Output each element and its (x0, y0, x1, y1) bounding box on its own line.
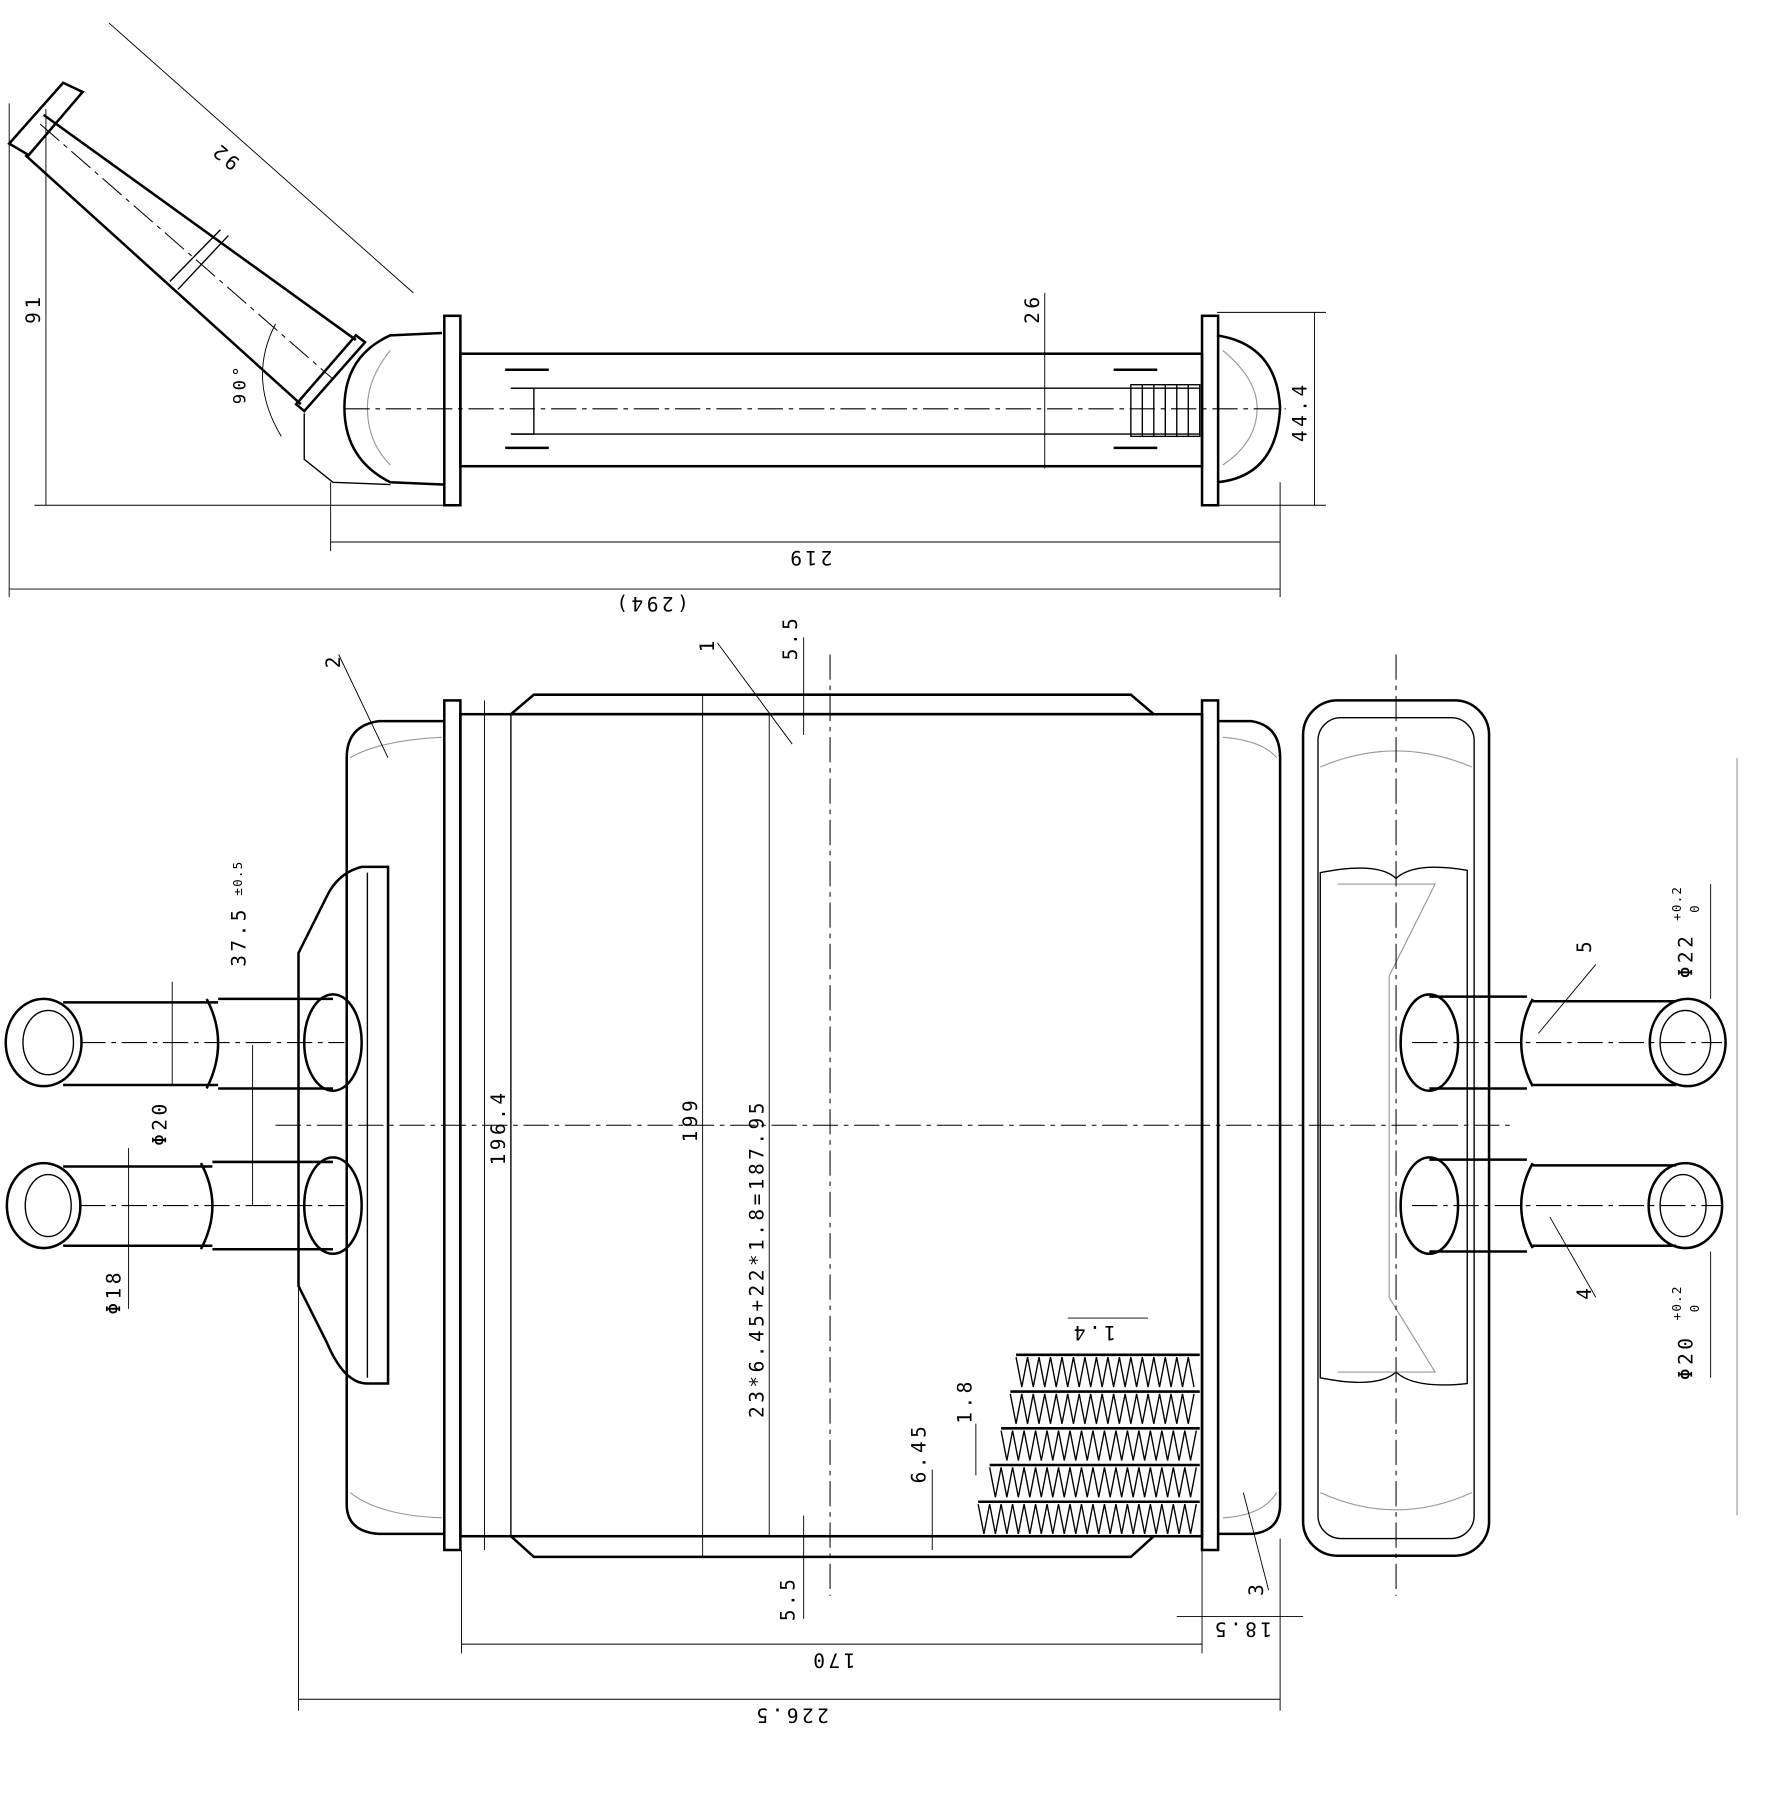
callout-5: 5 (1573, 938, 1596, 953)
dim-total-226-5: 226.5 (753, 1703, 829, 1726)
dim-dia-20-side: Φ20 (1674, 1335, 1697, 1381)
left-tank (345, 719, 446, 1536)
callout-3: 3 (1245, 1581, 1268, 1596)
fin-row (977, 1503, 1197, 1535)
callout-4: 4 (1573, 1285, 1596, 1300)
right-pipe-upper (1399, 993, 1727, 1093)
side-view: 5 4 Φ22 +0.2 0 Φ20 +0.2 0 (1301, 654, 1727, 1596)
dim-tank-18-5: 18.5 (1211, 1617, 1272, 1640)
right-tank (1218, 719, 1282, 1536)
core-top (459, 352, 1204, 468)
dim-width-219: 219 (787, 546, 833, 569)
dim-dia-22-lower-tol: 0 (1687, 904, 1702, 913)
dim-fin-1-8: 1.8 (953, 1378, 976, 1424)
dim-pipe-spacing: 37.5 (228, 906, 251, 967)
bottom-side-plate (507, 1534, 1158, 1559)
top-side-plate (507, 693, 1158, 716)
dim-pipe-length: 92 (206, 137, 244, 174)
fin-row (988, 1467, 1197, 1498)
fin-row (1015, 1356, 1195, 1388)
dim-core-depth: 26 (1021, 293, 1044, 323)
dim-dia-22-upper-tol: +0.2 (1669, 886, 1684, 921)
dim-dia-22: Φ22 (1674, 933, 1697, 979)
side-flange (1319, 866, 1468, 1386)
left-tank-top (343, 331, 446, 486)
dim-pipe-dia-20: Φ20 (148, 1100, 171, 1146)
fin-row (1000, 1430, 1197, 1461)
dim-tube-6-45: 6.45 (907, 1423, 930, 1484)
right-tank-top (1216, 334, 1282, 484)
dim-top-plate: 5.5 (779, 615, 802, 661)
dim-pipe-dia-18: Φ18 (103, 1269, 126, 1315)
top-view: 92 91 90° 26 44.4 219 (294) (7, 22, 1327, 615)
dim-196-4: 196.4 (487, 1089, 510, 1165)
dim-height-91: 91 (22, 293, 45, 323)
dim-tank-depth: 44.4 (1289, 381, 1312, 442)
fin-row (1009, 1393, 1195, 1424)
callout-2: 2 (322, 653, 345, 668)
front-view: 2 1 3 5.5 5.5 37.5 ±0.5 Φ20 Φ18 196.4 19… (4, 615, 1516, 1726)
dim-core-170: 170 (810, 1648, 856, 1671)
callout-1: 1 (696, 637, 719, 652)
dim-angle: 90° (231, 363, 251, 404)
dim-core-formula: 23*6.45+22*1.8=187.95 (745, 1099, 768, 1418)
dim-dia-20-upper-tol: +0.2 (1669, 1285, 1684, 1320)
dim-dia-20-lower-tol: 0 (1687, 1304, 1702, 1313)
dim-fin-pitch: 1.4 (1070, 1321, 1116, 1344)
dim-overall-294: (294) (613, 592, 689, 615)
angled-inlet-pipe (7, 81, 367, 413)
dim-bottom-plate: 5.5 (776, 1576, 799, 1622)
dim-199: 199 (679, 1097, 702, 1143)
dim-pipe-spacing-tolerance: ±0.5 (230, 861, 245, 896)
